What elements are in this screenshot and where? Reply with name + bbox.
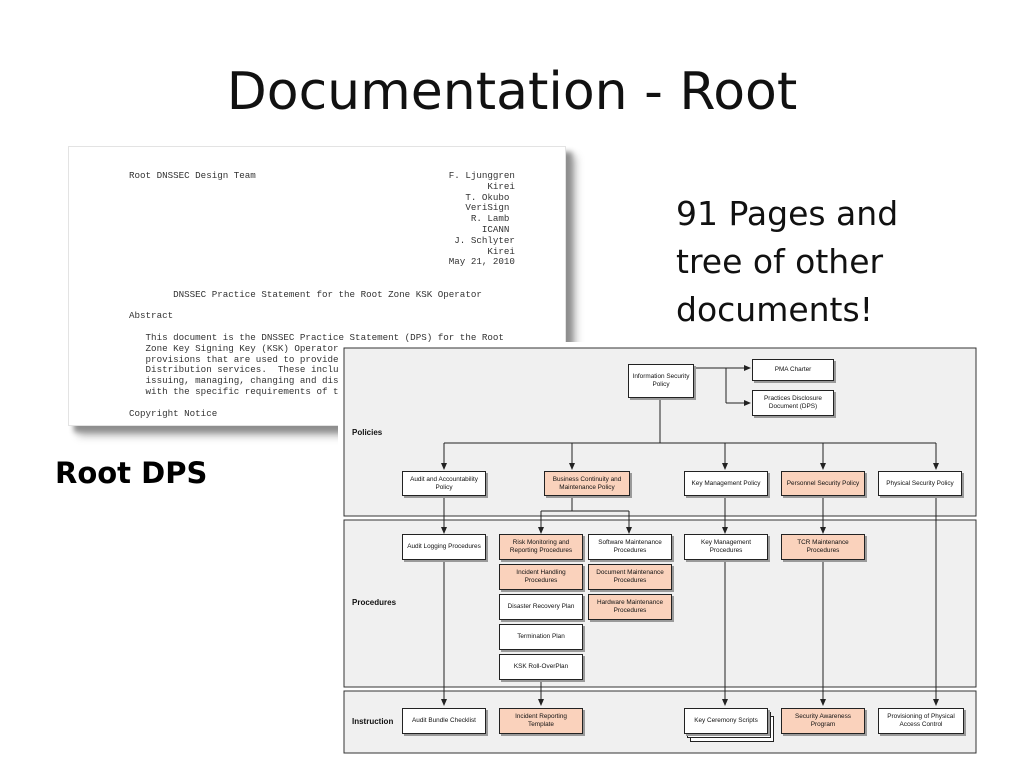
box-incident-handling-procedures: Incident Handling Procedures (499, 564, 583, 590)
box-information-security-policy: Information Security Policy (628, 364, 694, 398)
document-tree-diagram: Policies Procedures Instruction Informat… (338, 342, 980, 756)
box-software-maintenance-procedures: Software Maintenance Procedures (588, 534, 672, 560)
box-provisioning-physical-access-control: Provisioning of Physical Access Control (878, 708, 964, 734)
box-physical-security-policy: Physical Security Policy (878, 471, 962, 496)
box-personnel-security-policy: Personnel Security Policy (781, 471, 865, 496)
box-audit-logging-procedures: Audit Logging Procedures (402, 534, 486, 560)
policies-label: Policies (352, 428, 383, 437)
box-document-maintenance-procedures: Document Maintenance Procedures (588, 564, 672, 590)
box-tcr-maintenance-procedures: TCR Maintenance Procedures (781, 534, 865, 560)
box-practices-disclosure-document: Practices Disclosure Document (DPS) (752, 390, 834, 416)
box-risk-monitoring-procedures: Risk Monitoring and Reporting Procedures (499, 534, 583, 560)
note-line: tree of other (676, 242, 884, 281)
slide-title: Documentation - Root (226, 62, 798, 122)
box-business-continuity-policy: Business Continuity and Maintenance Poli… (544, 471, 630, 496)
box-pma-charter: PMA Charter (752, 359, 834, 381)
box-termination-plan: Termination Plan (499, 624, 583, 650)
note-line: 91 Pages and (676, 194, 899, 233)
document-preview: Root DNSSEC Design Team F. Ljunggren Kir… (68, 146, 566, 426)
box-security-awareness-program: Security Awareness Program (781, 708, 865, 734)
box-hardware-maintenance-procedures: Hardware Maintenance Procedures (588, 594, 672, 620)
note-line: documents! (676, 290, 873, 329)
box-ksk-rollover-plan: KSK Roll-OverPlan (499, 654, 583, 680)
box-disaster-recovery-plan: Disaster Recovery Plan (499, 594, 583, 620)
root-dps-caption: Root DPS (55, 456, 208, 490)
box-key-management-procedures: Key Management Procedures (684, 534, 768, 560)
procedures-label: Procedures (352, 598, 397, 607)
box-audit-bundle-checklist: Audit Bundle Checklist (402, 708, 486, 734)
box-key-ceremony-scripts: Key Ceremony Scripts (684, 708, 768, 734)
box-key-management-policy: Key Management Policy (684, 471, 768, 496)
box-audit-accountability-policy: Audit and Accountability Policy (402, 471, 486, 496)
page-count-note: 91 Pages and tree of other documents! (676, 190, 898, 334)
box-incident-reporting-template: Incident Reporting Template (499, 708, 583, 734)
instruction-label: Instruction (352, 717, 394, 726)
